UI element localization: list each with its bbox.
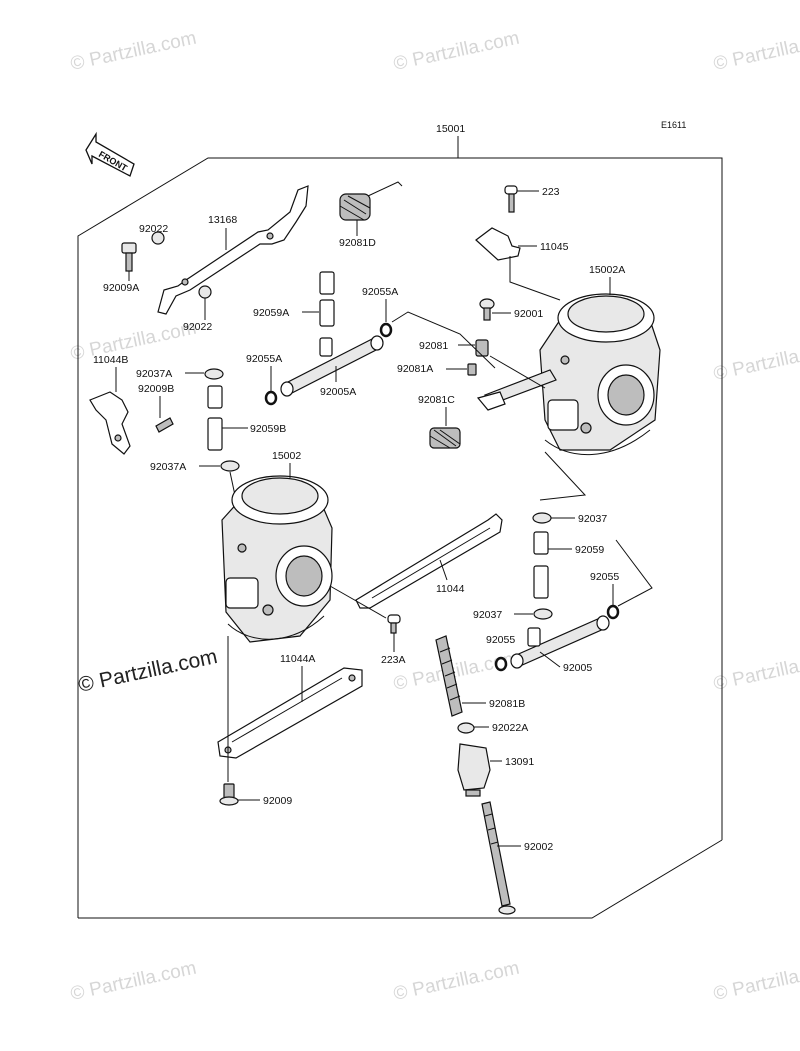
part-label-92059A: 92059A	[253, 307, 289, 319]
carburetor-15002	[221, 475, 333, 643]
leader-line	[539, 451, 587, 501]
spring-92081C	[429, 427, 461, 449]
leader-line	[509, 256, 561, 301]
sleeve-92059	[533, 531, 549, 599]
leader-line	[391, 311, 496, 369]
part-label-223: 223	[542, 186, 560, 198]
carburetor-15002A	[539, 293, 661, 455]
part-label-92037A-low: 92037A	[150, 461, 186, 473]
o-ring-92055-mid	[494, 656, 508, 672]
washer-92022A	[457, 722, 475, 734]
leader-line	[539, 651, 561, 668]
rod-11044	[355, 513, 503, 609]
part-label-13168: 13168	[208, 214, 237, 226]
watermark-layer: © Partzilla.com © Partzilla.com © Partzi…	[69, 28, 800, 1005]
watermark: © Partzilla.com	[712, 648, 800, 695]
part-label-92001: 92001	[514, 308, 543, 320]
o-ring-92055A	[379, 322, 393, 338]
assembly-number: 15001	[436, 123, 465, 135]
part-label-92081C: 92081C	[418, 394, 455, 406]
part-label-15002A: 15002A	[589, 264, 625, 276]
washer-92022-low	[198, 285, 212, 299]
bracket-11044A	[217, 667, 363, 759]
watermark: © Partzilla.com	[69, 958, 199, 1005]
part-label-92081D: 92081D	[339, 237, 376, 249]
part-label-92081B: 92081B	[489, 698, 525, 710]
watermark-main: © Partzilla.com	[76, 645, 219, 697]
bolt-92009	[219, 783, 239, 806]
part-label-92055A-left: 92055A	[246, 353, 282, 365]
part-label-11045: 11045	[540, 241, 569, 253]
part-label-11044: 11044	[436, 583, 465, 595]
part-label-92059B: 92059B	[250, 423, 286, 435]
assembly-frame	[77, 157, 723, 919]
o-ring-92055A-left	[264, 390, 278, 406]
part-label-92009: 92009	[263, 795, 292, 807]
part-label-92002: 92002	[524, 841, 553, 853]
watermark: © Partzilla.com	[712, 28, 800, 75]
part-label-92005: 92005	[563, 662, 592, 674]
holder-13091	[457, 743, 491, 797]
screw-223	[504, 185, 518, 213]
cap-92037A	[204, 368, 224, 380]
part-label-92037A-top: 92037A	[136, 368, 172, 380]
part-label-92059: 92059	[575, 544, 604, 556]
sleeve-92059B	[207, 385, 223, 451]
fuel-tee-92005A	[280, 335, 384, 397]
part-label-92055-right: 92055	[590, 571, 619, 583]
watermark: © Partzilla.com	[69, 28, 199, 75]
spring-92081A	[467, 363, 477, 376]
part-label-92022-low: 92022	[183, 321, 212, 333]
part-label-92037-low: 92037	[473, 609, 502, 621]
spring-92081B	[435, 635, 463, 717]
o-ring-92055	[606, 604, 620, 620]
sleeve-92059A	[319, 271, 335, 327]
cap-92037	[532, 512, 552, 524]
part-label-92055-mid: 92055	[486, 634, 515, 646]
diagram-code: E1611	[661, 120, 686, 130]
part-label-223A: 223A	[381, 654, 406, 666]
spring-92081	[475, 339, 489, 357]
part-label-92081A: 92081A	[397, 363, 433, 375]
part-label-92081: 92081	[419, 340, 448, 352]
bracket-11045	[475, 227, 521, 261]
cap-92037-low	[533, 608, 553, 620]
watermark: © Partzilla.com	[712, 958, 800, 1005]
bracket-13168	[157, 185, 309, 315]
leader-line	[329, 585, 387, 619]
part-label-92022A: 92022A	[492, 722, 528, 734]
part-label-15002: 15002	[272, 450, 301, 462]
watermark: © Partzilla.com	[392, 28, 522, 75]
part-label-92022-top: 92022	[139, 223, 168, 235]
screw-92002	[481, 801, 516, 915]
leader-line	[615, 539, 653, 607]
part-label-92005A: 92005A	[320, 386, 356, 398]
part-label-11044B: 11044B	[93, 354, 128, 366]
part-label-92009A: 92009A	[103, 282, 139, 294]
screw-223A	[387, 614, 401, 634]
bolt-92009A	[121, 242, 137, 272]
screw-92001	[479, 298, 495, 321]
part-label-92009B: 92009B	[138, 383, 174, 395]
spring-92081D	[339, 181, 403, 221]
bracket-11044B	[89, 391, 131, 455]
leader-line	[489, 355, 546, 389]
cap-92037A-low	[220, 460, 240, 472]
fuel-tee-92005	[510, 615, 610, 669]
washer-92022	[151, 231, 165, 245]
leader-line	[439, 559, 448, 581]
part-label-92037-top: 92037	[578, 513, 607, 525]
bolt-92009B	[155, 417, 174, 433]
watermark: © Partzilla.com	[69, 318, 199, 365]
part-label-11044A: 11044A	[280, 653, 315, 665]
watermark: © Partzilla.com	[712, 338, 800, 385]
part-label-13091: 13091	[505, 756, 534, 768]
part-label-92055A-top: 92055A	[362, 286, 398, 298]
front-arrow-icon: FRONT	[85, 131, 135, 177]
watermark: © Partzilla.com	[392, 958, 522, 1005]
